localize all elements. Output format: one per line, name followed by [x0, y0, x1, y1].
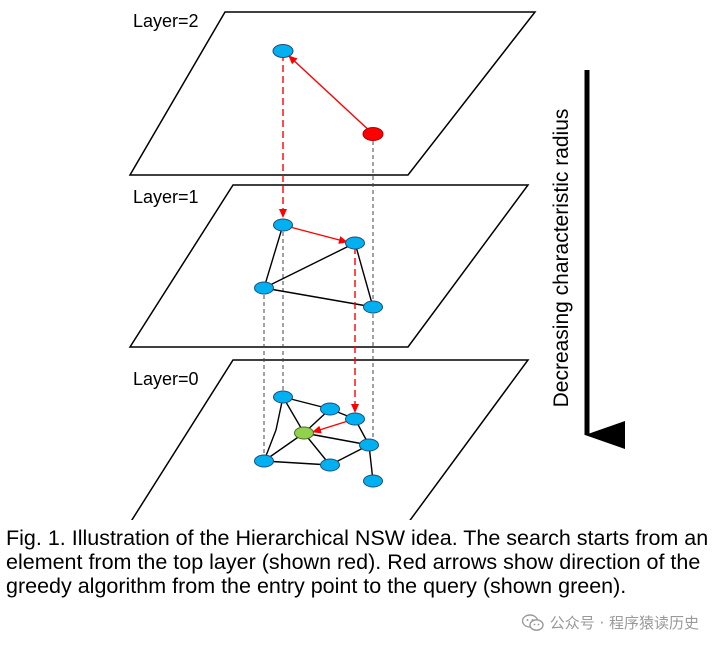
layer-2-plane	[128, 11, 537, 176]
node	[345, 236, 365, 250]
node	[273, 218, 293, 232]
figure-caption: Fig. 1. Illustration of the Hierarchical…	[6, 526, 709, 598]
node	[254, 454, 274, 468]
layer-2-label: Layer=2	[133, 11, 199, 31]
node	[359, 438, 379, 452]
node	[254, 281, 274, 295]
node	[320, 402, 340, 416]
node	[320, 458, 340, 472]
node	[272, 44, 294, 58]
arrow-entry-to-top	[288, 55, 374, 135]
node	[345, 412, 365, 426]
arrow-to-query	[312, 420, 349, 434]
hnsw-diagram: Layer=2 Layer=1 Layer=0	[128, 11, 625, 520]
wechat-icon	[521, 613, 544, 631]
vertical-connectors	[263, 134, 374, 461]
layer-1-label: Layer=1	[133, 187, 199, 207]
watermark: 公众号 · 程序猿读历史	[521, 612, 699, 633]
greedy-search-path	[279, 54, 374, 434]
node	[273, 390, 293, 404]
arrow-layer1-step	[289, 226, 348, 244]
node	[363, 474, 383, 488]
layer-0-plane	[131, 359, 530, 520]
layer-0-label: Layer=0	[133, 369, 199, 389]
watermark-text: 公众号 · 程序猿读历史	[549, 614, 699, 632]
layer-0-edges	[263, 396, 374, 482]
query-node	[294, 426, 314, 440]
radius-axis-label: Decreasing characteristic radius	[550, 109, 573, 408]
entry-node	[362, 127, 384, 141]
layer-1-plane	[128, 184, 530, 348]
node	[363, 300, 383, 314]
